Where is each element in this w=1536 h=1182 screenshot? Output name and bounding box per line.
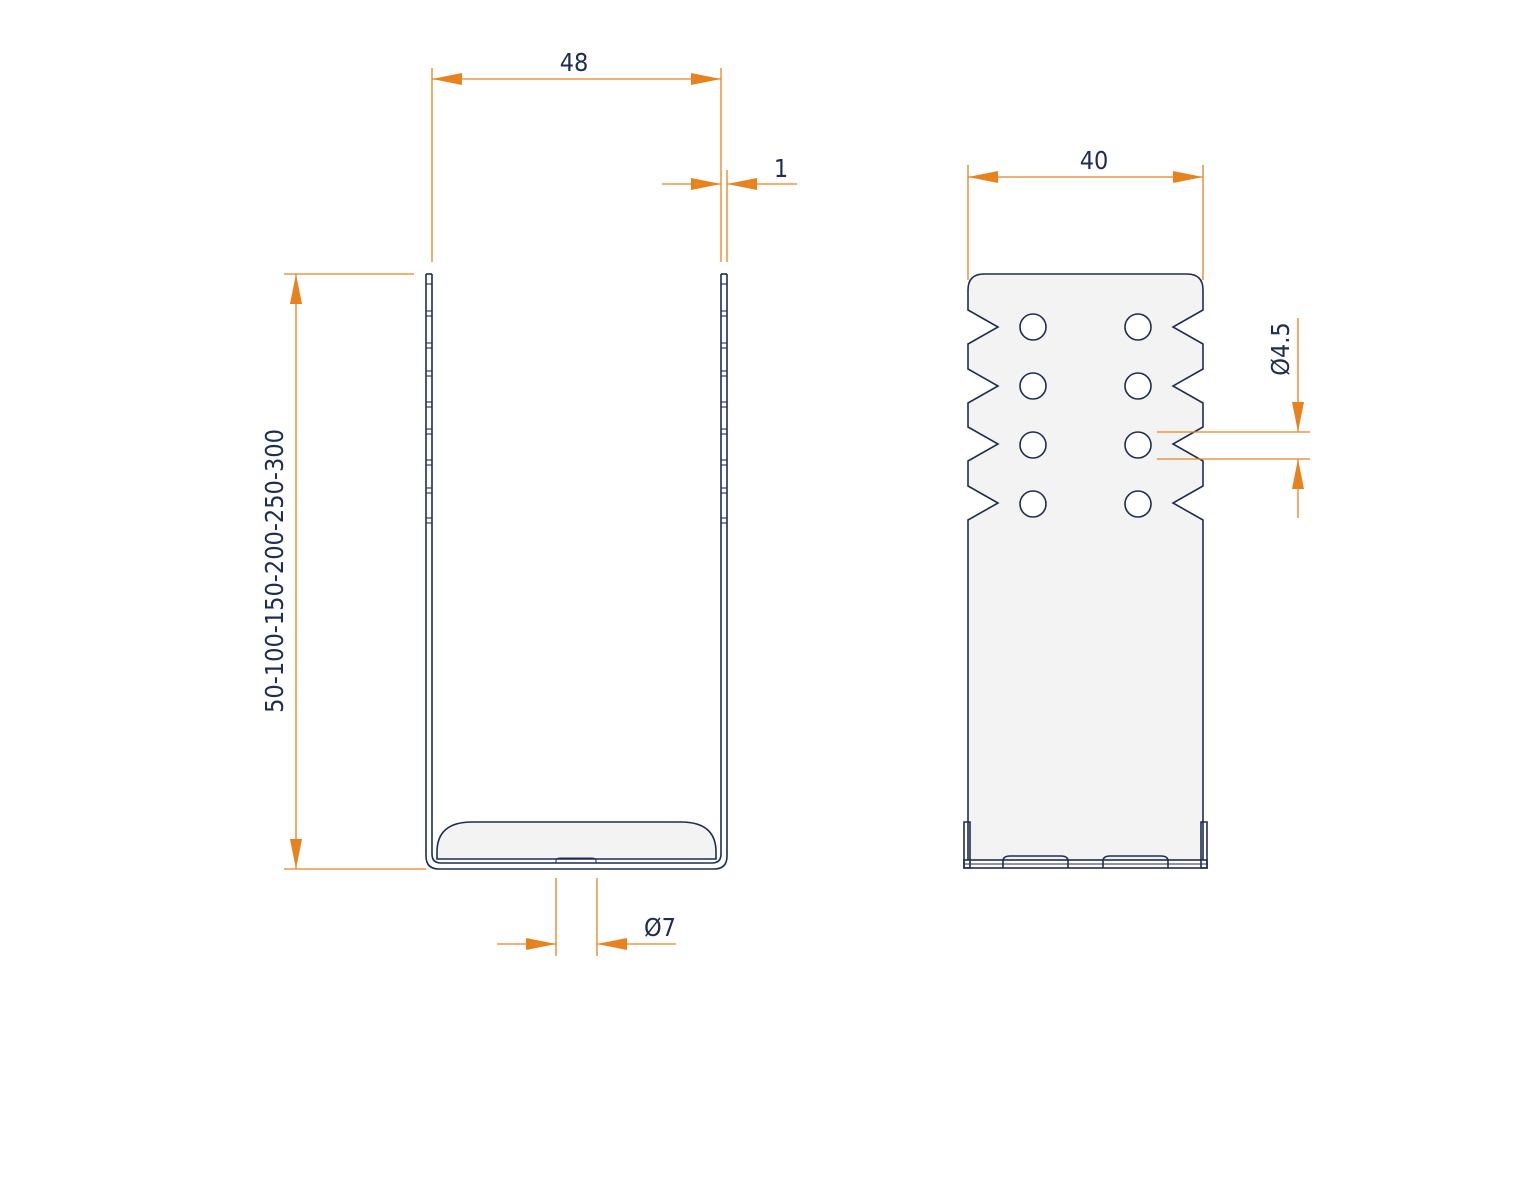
u-profile-inner — [431, 274, 722, 864]
front-view: 48 1 50-100-150-200-250-300 — [260, 48, 797, 956]
dim-height: 50-100-150-200-250-300 — [260, 273, 426, 870]
dim-width-40: 40 — [967, 146, 1204, 280]
side-view: 40 Ø4.5 — [963, 146, 1310, 869]
bottom-hole-slot — [555, 857, 597, 863]
dim-width-label: 48 — [560, 48, 589, 77]
nail-hole — [1019, 372, 1047, 400]
nail-hole — [1019, 490, 1047, 518]
dim-hole-4-5: Ø4.5 — [1157, 318, 1310, 518]
nail-hole — [1019, 431, 1047, 459]
dim-thickness-1: 1 — [662, 154, 797, 262]
dim-width-48: 48 — [431, 48, 722, 262]
bottom-tab — [436, 821, 717, 860]
nail-hole — [1124, 313, 1152, 341]
dim-side-width-label: 40 — [1080, 146, 1109, 175]
dim-hole-7-label: Ø7 — [644, 913, 676, 942]
side-plate-holes — [1019, 313, 1152, 518]
nail-hole — [1124, 490, 1152, 518]
dim-thickness-label: 1 — [774, 154, 788, 183]
side-plate — [967, 273, 1204, 867]
nail-hole — [1019, 313, 1047, 341]
side-base-detail — [963, 821, 1208, 869]
right-flange-ticks — [721, 283, 727, 524]
nail-hole — [1124, 372, 1152, 400]
dim-height-label: 50-100-150-200-250-300 — [260, 429, 289, 713]
nail-hole — [1124, 431, 1152, 459]
dim-hole-7: Ø7 — [497, 878, 676, 956]
dim-hole-4-5-label: Ø4.5 — [1266, 322, 1295, 375]
u-profile-outer — [425, 274, 728, 870]
left-flange-ticks — [426, 283, 432, 524]
